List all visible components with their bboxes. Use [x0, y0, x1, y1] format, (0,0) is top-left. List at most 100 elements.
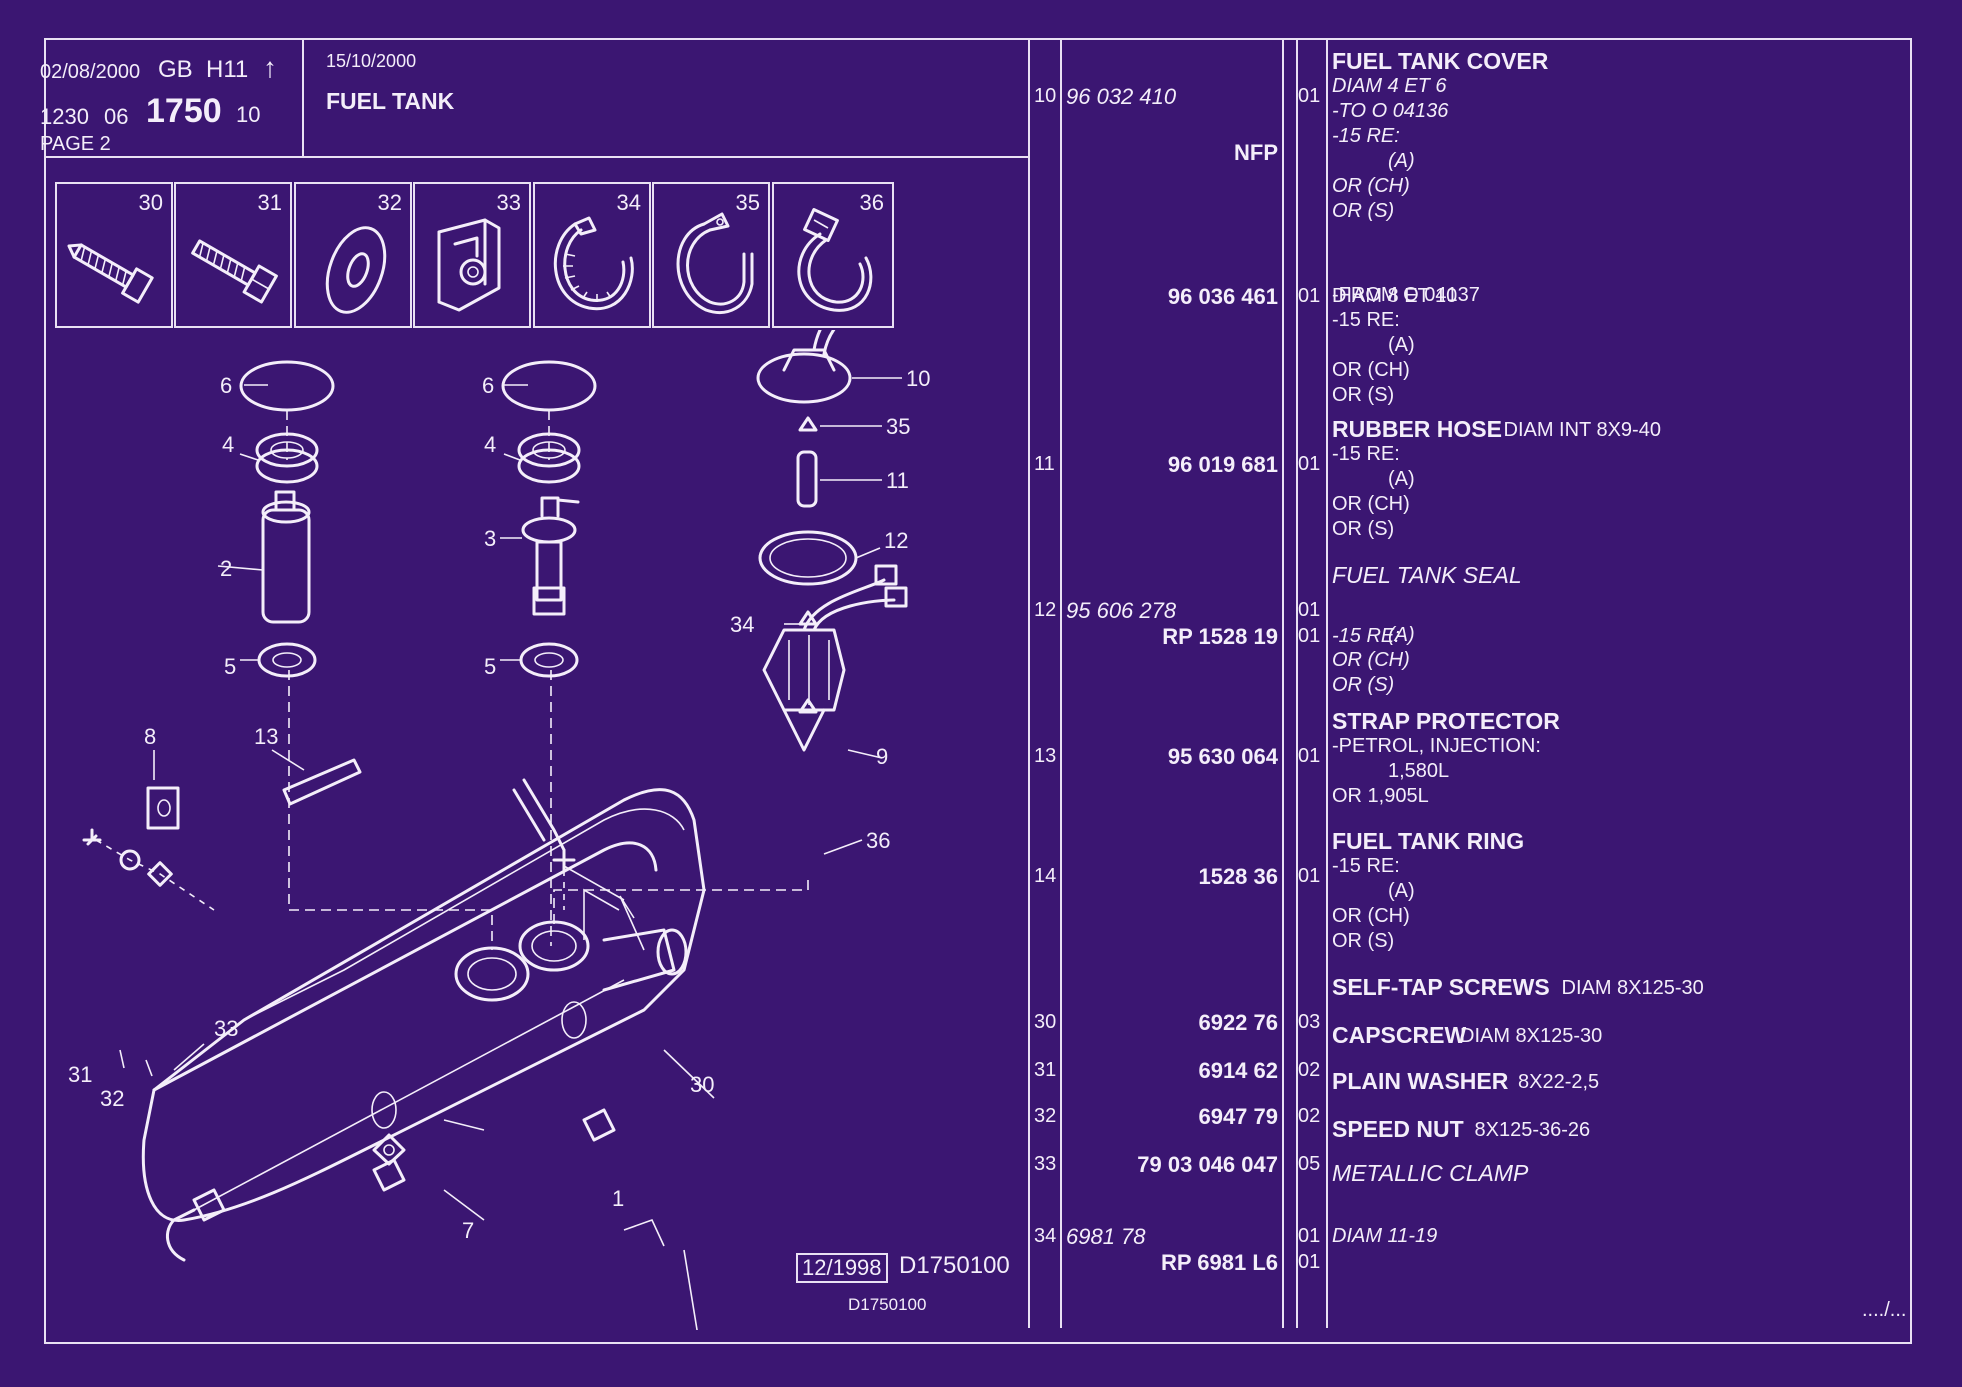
washer-5-mid [519, 642, 579, 678]
part-reference: 96 019 681 [1167, 452, 1278, 477]
part-note-line: DIAM 4 ET 6 [1332, 75, 1447, 97]
part-quantity: 01 [1298, 285, 1321, 307]
icon-cell-35: 35 [652, 182, 770, 328]
part-reference: 6922 76 [1198, 1010, 1278, 1035]
part-index: 33 [1034, 1153, 1057, 1175]
part-quantity: 01 [1298, 599, 1321, 621]
strap-protector-13 [282, 758, 362, 806]
tank-opening-right [518, 920, 590, 972]
part-note-line: OR (S) [1332, 518, 1395, 540]
icon-cell-32: 32 [294, 182, 412, 328]
part-description: SPEED NUT [1332, 1116, 1464, 1142]
part-reference: RP 6981 L6 [1160, 1250, 1278, 1275]
part-quantity: 05 [1298, 1153, 1321, 1175]
part-index: 12 [1034, 599, 1057, 621]
callout-12: 12 [884, 528, 908, 553]
marker-36 [798, 698, 818, 714]
diagram-code-small: D1750100 [848, 1295, 927, 1314]
marker-35 [798, 416, 818, 432]
part-description: STRAP PROTECTOR [1332, 708, 1560, 734]
callout-31: 31 [68, 1062, 92, 1087]
part-description: FUEL TANK SEAL [1332, 562, 1522, 588]
callout-35: 35 [886, 414, 910, 439]
part-description-detail: DIAM 8X125-30 [1561, 977, 1704, 999]
part-note-line: OR (S) [1332, 674, 1395, 696]
part-index: 32 [1034, 1105, 1057, 1127]
callout-6-mid: 6 [482, 373, 494, 398]
plain-washer-icon [325, 226, 387, 314]
header-divider-horizontal [44, 156, 1029, 158]
continued-marker: ..../... [1862, 1299, 1907, 1321]
part-quantity: 01 [1298, 1225, 1321, 1247]
header-ref-c: 10 [236, 102, 261, 127]
callout-13: 13 [254, 724, 278, 749]
header-arrow-icon: ↑ [263, 52, 277, 83]
col-line-5 [1326, 38, 1328, 1328]
part-reference: RP 1528 19 [1162, 624, 1278, 649]
callout-4-mid: 4 [484, 432, 496, 457]
header-ref-main: 1750 [146, 92, 222, 130]
callout-34: 34 [730, 612, 754, 637]
part-reference: 96 032 410 [1066, 84, 1177, 109]
part-description: FUEL TANK COVER [1332, 48, 1549, 74]
part-reference: NFP [1234, 140, 1278, 165]
hose-11 [796, 450, 818, 508]
part-note-line: (A) [1388, 150, 1415, 172]
part-index: 31 [1034, 1059, 1057, 1081]
speed-nut-8 [146, 786, 180, 830]
speed-nut-icon [437, 218, 501, 312]
part-description-detail: 8X125-36-26 [1474, 1119, 1591, 1141]
part-note-line: (A) [1388, 880, 1415, 902]
part-note-line: 1,580L [1388, 760, 1450, 782]
header-page: PAGE 2 [40, 133, 111, 155]
part-note-line: OR (CH) [1332, 493, 1410, 515]
clip-clamp-icon [676, 212, 754, 314]
col-line-4 [1296, 38, 1298, 1328]
part-note-line: OR (S) [1332, 384, 1395, 406]
part-index: 30 [1034, 1011, 1057, 1033]
callout-6-left: 6 [220, 373, 232, 398]
part-description: SELF-TAP SCREWS [1332, 974, 1550, 1000]
callout-8: 8 [144, 724, 156, 749]
part-description-detail: DIAM INT 8X9-40 [1503, 419, 1661, 441]
header-ref-a: 1230 [40, 104, 89, 129]
part-index: 11 [1034, 453, 1055, 475]
header-lang: GB [158, 56, 193, 83]
callout-1: 1 [612, 1186, 624, 1211]
part-note-line: OR (CH) [1332, 175, 1410, 197]
part-reference: 95 606 278 [1066, 598, 1177, 623]
part-note-line: -PETROL, INJECTION: [1332, 735, 1541, 757]
part-index: 14 [1034, 865, 1057, 887]
part-description-detail: 8X22-2,5 [1518, 1071, 1600, 1093]
page-title: FUEL TANK [326, 88, 455, 114]
part-note-line: OR (CH) [1332, 359, 1410, 381]
callout-9: 9 [876, 744, 888, 769]
part-index: 13 [1034, 745, 1057, 767]
part-reference: 6981 78 [1066, 1224, 1146, 1249]
part-note-line: -15 RE: [1332, 125, 1400, 147]
part-reference: 1528 36 [1198, 864, 1278, 889]
callout-5-mid: 5 [484, 654, 496, 679]
part-description: RUBBER HOSE [1332, 416, 1502, 442]
callout-36: 36 [866, 828, 890, 853]
nut-33 [147, 861, 173, 887]
callout-2: 2 [220, 556, 232, 581]
part-note-line: -15 RE: [1332, 855, 1400, 877]
part-description: CAPSCREW [1332, 1022, 1467, 1048]
part-quantity: 02 [1298, 1059, 1321, 1081]
part-note-line: OR (CH) [1332, 905, 1410, 927]
self-tap-screw-icon [67, 243, 154, 304]
part-reference: 95 630 064 [1167, 744, 1278, 769]
col-line-1 [1028, 38, 1030, 1328]
exploded-diagram: 6 4 2 5 6 4 3 5 14 10 35 11 12 34 9 36 8… [68, 330, 930, 1330]
diagram-code: D1750100 [899, 1252, 1010, 1279]
cover-10 [756, 330, 852, 404]
col-line-2 [1060, 38, 1062, 1328]
header-date1: 02/08/2000 [40, 61, 141, 83]
part-quantity: 03 [1298, 1011, 1321, 1033]
part-note-line: -15 RE: [1332, 625, 1400, 647]
part-note-line: DIAM 11-19 [1332, 1225, 1438, 1247]
seal-12 [758, 530, 858, 586]
washer-5-left [257, 642, 317, 678]
callout-4-left: 4 [222, 432, 234, 457]
